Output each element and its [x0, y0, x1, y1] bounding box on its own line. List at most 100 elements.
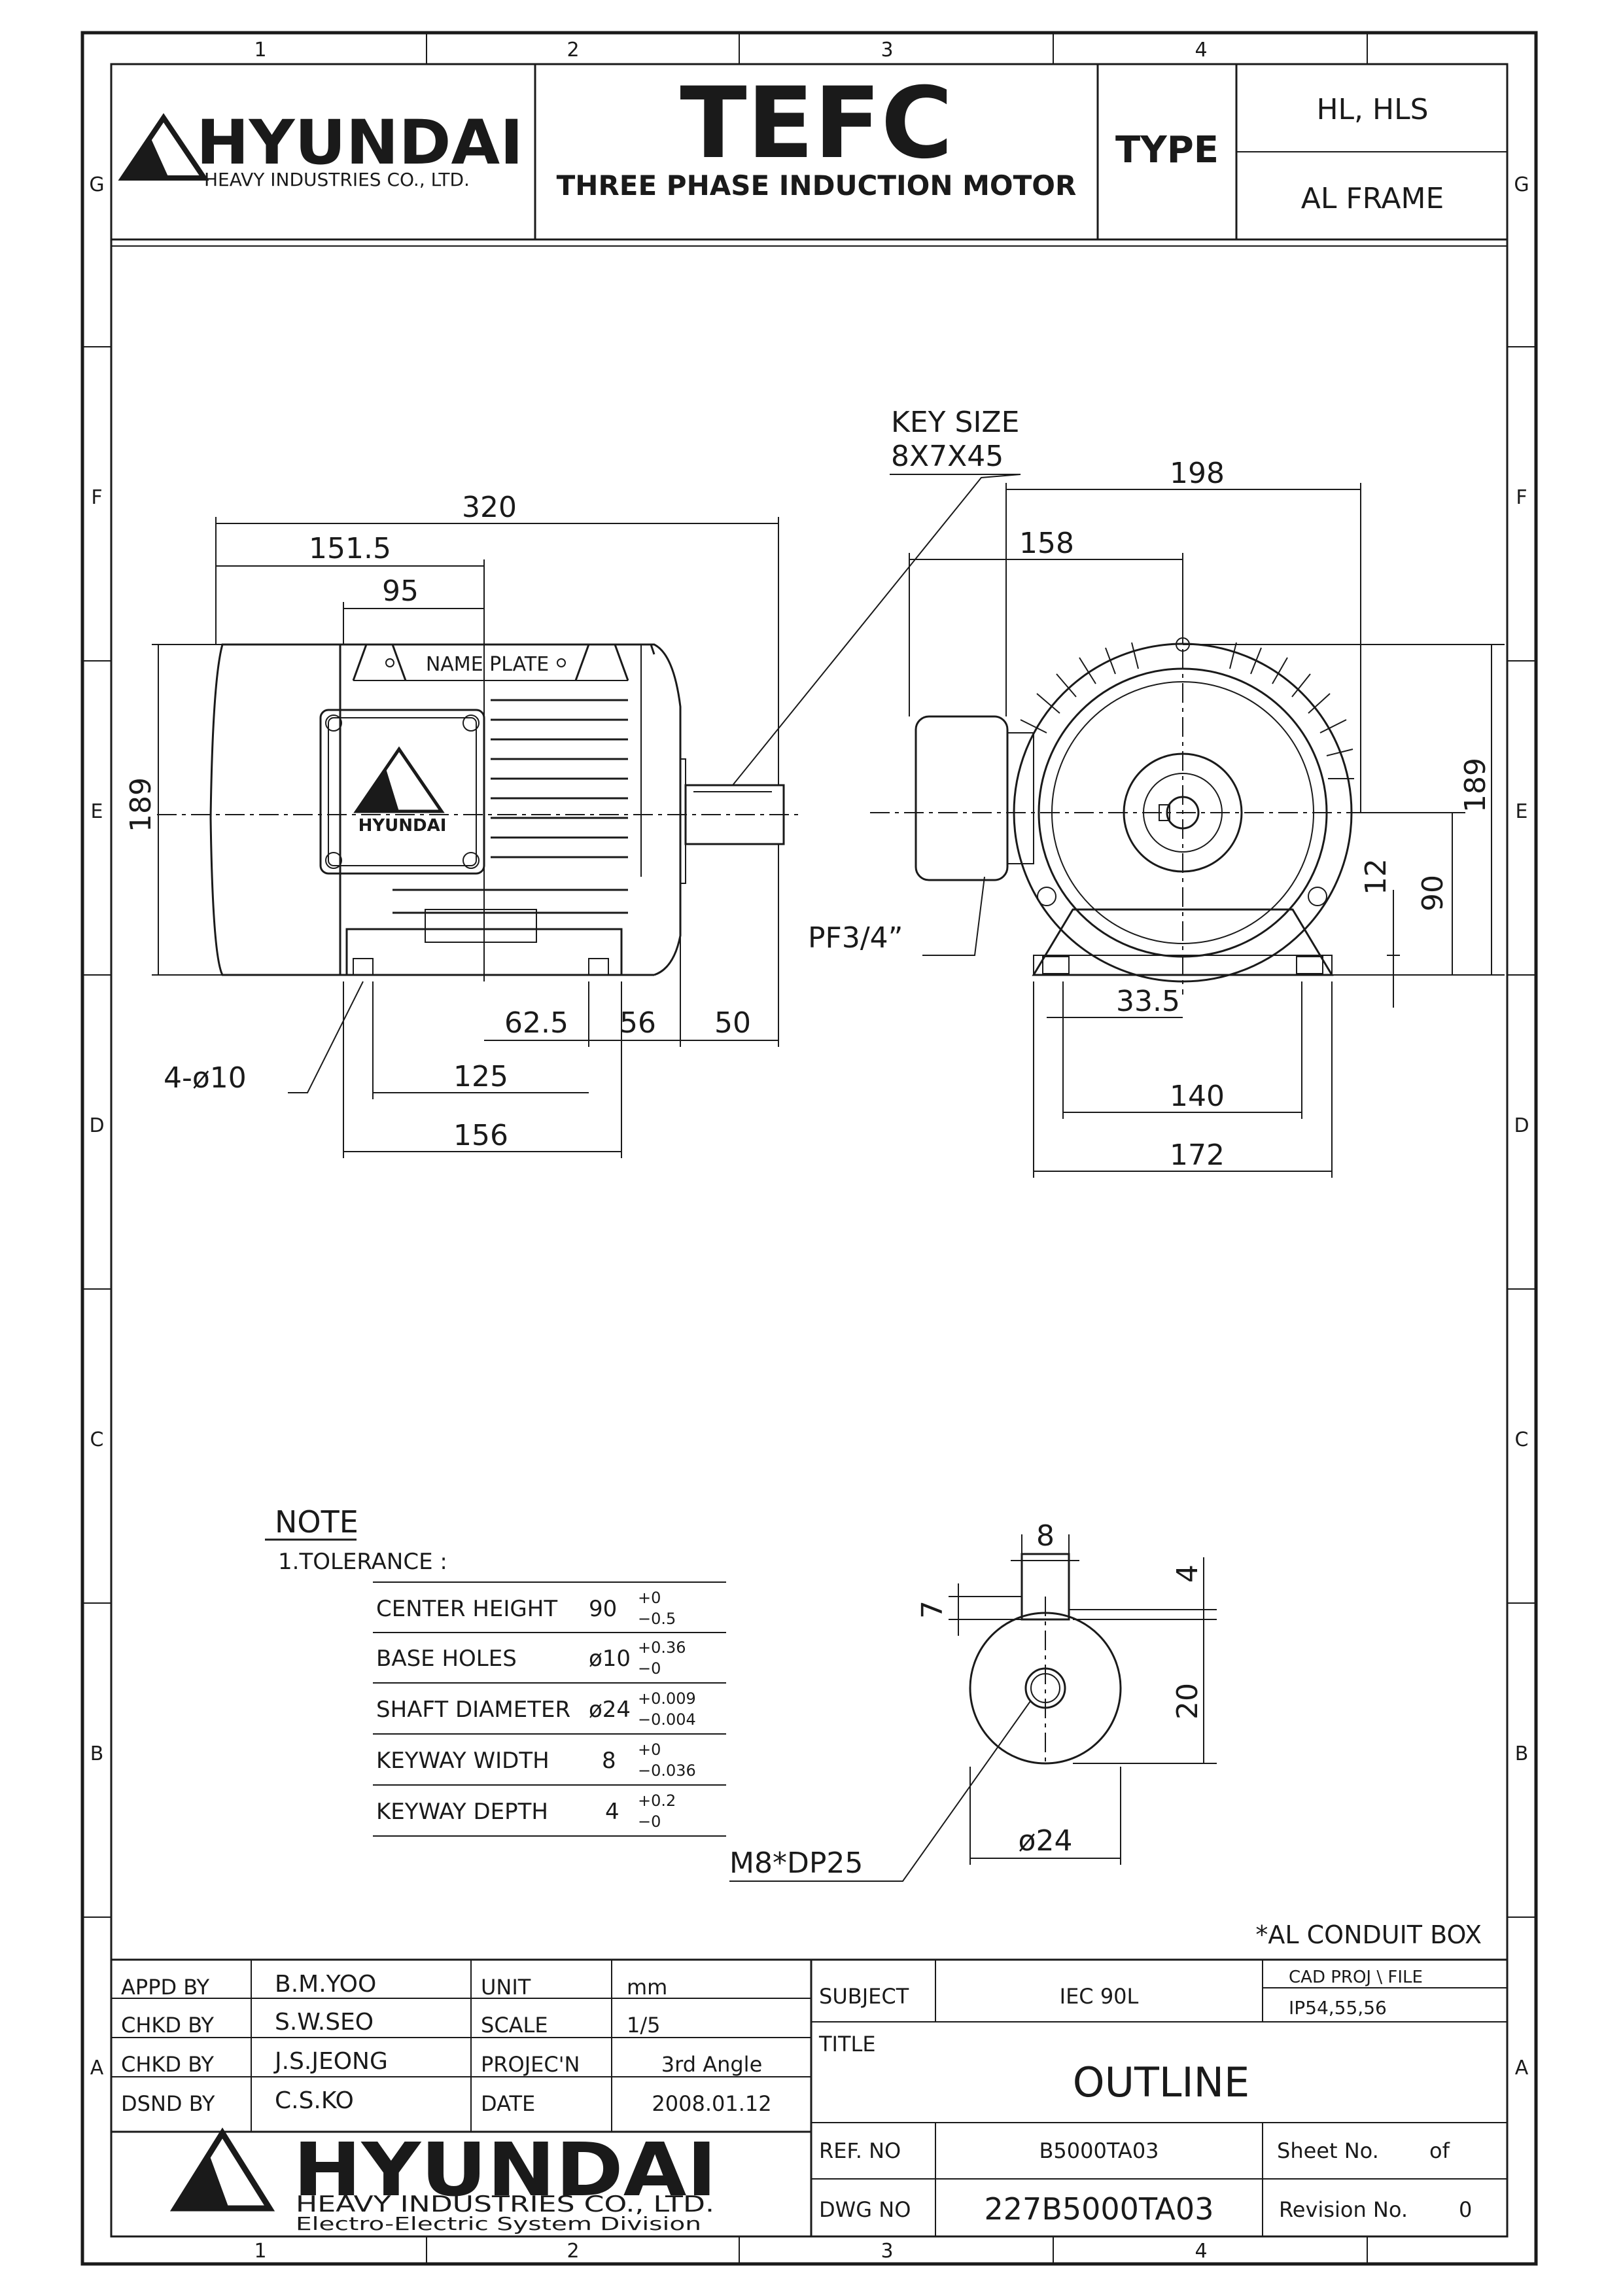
grid-col-1-bottom: 1: [254, 2240, 266, 2263]
grid-row-c-left: C: [90, 1428, 104, 1451]
tb-dwg-value: 227B5000TA03: [985, 2191, 1214, 2227]
tb-proj-label: PROJEC'N: [481, 2052, 580, 2077]
note-title: NOTE: [275, 1504, 358, 1540]
header-logo: [118, 113, 209, 181]
tol-row-2-upper: +0.36: [638, 1638, 686, 1657]
tol-row-1-upper: +0: [638, 1589, 661, 1607]
tb-proj-value: 3rd Angle: [661, 2052, 763, 2077]
detail-dim-8: 8: [1036, 1519, 1055, 1553]
tb-dsnd-label: DSND BY: [121, 2091, 215, 2116]
tb-chkd2-label: CHKD BY: [121, 2052, 214, 2077]
tb-sheet-of: of: [1429, 2138, 1450, 2163]
header-block: [111, 64, 1507, 247]
tol-row-4-nominal: 8: [602, 1748, 616, 1774]
label-conduit: PF3/4”: [808, 921, 903, 955]
grid-row-d-left: D: [89, 1114, 104, 1137]
label-name-plate: NAME PLATE: [426, 653, 549, 676]
side-view: [157, 643, 798, 976]
dim-198: 198: [1170, 457, 1225, 490]
grid-row-c-right: C: [1515, 1428, 1529, 1451]
tb-scale-label: SCALE: [481, 2013, 548, 2038]
tol-row-2-nominal: ø10: [589, 1646, 631, 1672]
tb-appd-label: APPD BY: [121, 1975, 210, 2000]
grid-row-d-right: D: [1514, 1114, 1529, 1137]
dim-320: 320: [462, 491, 517, 524]
tb-cad-label: CAD PROJ \ FILE: [1289, 1968, 1423, 1987]
tol-row-1-nominal: 90: [589, 1596, 617, 1622]
dim-50: 50: [714, 1006, 751, 1040]
tb-ref-value: B5000TA03: [1039, 2138, 1159, 2163]
grid-col-3-top: 3: [881, 39, 893, 62]
title-block-logo: [169, 2127, 275, 2212]
grid-col-4-top: 4: [1195, 39, 1207, 62]
header-title: TEFC: [680, 67, 952, 181]
front-view: [870, 615, 1374, 995]
grid-row-g-right: G: [1514, 173, 1529, 196]
dim-62-5: 62.5: [504, 1006, 568, 1040]
detail-dim-24: ø24: [1019, 1824, 1073, 1858]
tb-unit-value: mm: [627, 1975, 667, 2000]
grid-row-e-right: E: [1516, 800, 1528, 823]
header-subtitle: THREE PHASE INDUCTION MOTOR: [557, 169, 1077, 202]
dim-90: 90: [1416, 875, 1450, 911]
shaft-detail: [729, 1534, 1217, 1882]
tol-row-4-upper: +0: [638, 1740, 661, 1759]
grid-row-g-left: G: [89, 173, 104, 196]
tolerance-table: [373, 1581, 726, 1837]
grid-row-a-left: A: [90, 2057, 104, 2079]
tol-row-3-label: SHAFT DIAMETER: [376, 1697, 570, 1723]
tb-dsnd-value: C.S.KO: [275, 2087, 354, 2114]
grid-col-2-top: 2: [567, 39, 579, 62]
tb-ref-label: REF. NO: [819, 2138, 901, 2163]
tol-row-5-lower: −0: [638, 1812, 661, 1831]
detail-dim-4: 4: [1171, 1564, 1204, 1583]
dim-172: 172: [1170, 1139, 1225, 1172]
header-frame-value: AL FRAME: [1301, 182, 1444, 215]
tol-row-3-upper: +0.009: [638, 1689, 696, 1708]
inner-frame: [110, 63, 1509, 2238]
note-line1: 1.TOLERANCE :: [278, 1549, 447, 1575]
tb-appd-value: B.M.YOO: [275, 1971, 376, 1998]
header-brand: HYUNDAI: [196, 107, 523, 179]
dim-151-5: 151.5: [309, 532, 391, 565]
tb-chkd2-value: J.S.JEONG: [273, 2048, 388, 2075]
tb-rev-label: Revision No.: [1279, 2197, 1408, 2222]
dim-189-front: 189: [1459, 758, 1492, 813]
tol-row-3-nominal: ø24: [589, 1697, 631, 1723]
tol-row-4-lower: −0.036: [638, 1761, 696, 1780]
tol-row-1-lower: −0.5: [638, 1610, 676, 1628]
grid-row-a-right: A: [1515, 2057, 1529, 2079]
label-base-holes: 4-ø10: [164, 1061, 247, 1095]
tol-row-5-nominal: 4: [605, 1799, 620, 1825]
detail-dim-7: 7: [916, 1600, 949, 1619]
dim-156: 156: [453, 1119, 508, 1152]
tb-subject-value: IEC 90L: [1060, 1984, 1139, 2009]
dim-125: 125: [453, 1060, 508, 1093]
dim-158: 158: [1019, 527, 1074, 560]
detail-dim-20: 20: [1171, 1683, 1204, 1720]
tol-row-1-label: CENTER HEIGHT: [376, 1596, 557, 1622]
tb-title-value: OUTLINE: [1073, 2058, 1249, 2106]
tb-subject-label: SUBJECT: [819, 1984, 909, 2009]
grid-col-2-bottom: 2: [567, 2240, 579, 2263]
dim-95: 95: [382, 574, 419, 608]
label-key-size: KEY SIZE: [891, 406, 1019, 439]
tb-cad-value: IP54,55,56: [1289, 1997, 1387, 2019]
tb-chkd1-value: S.W.SEO: [275, 2009, 374, 2036]
tb-brand-sub: HEAVY INDUSTRIES CO., LTD.: [296, 2191, 714, 2217]
header-type-label: TYPE: [1115, 129, 1219, 171]
tb-division: Electro-Electric System Division: [296, 2213, 701, 2234]
grid-row-e-left: E: [91, 800, 103, 823]
front-view-dimensions: [732, 474, 1505, 1178]
dim-33-5: 33.5: [1116, 985, 1180, 1018]
tb-dwg-label: DWG NO: [819, 2197, 911, 2222]
tol-row-2-lower: −0: [638, 1659, 661, 1678]
dim-140: 140: [1170, 1080, 1225, 1113]
tol-row-2-label: BASE HOLES: [376, 1646, 517, 1672]
dim-189-side: 189: [124, 777, 158, 832]
grid-row-f-right: F: [1516, 486, 1527, 509]
outer-frame: [80, 31, 1538, 2266]
tol-row-4-label: KEYWAY WIDTH: [376, 1748, 550, 1774]
tb-date-label: DATE: [481, 2091, 535, 2116]
